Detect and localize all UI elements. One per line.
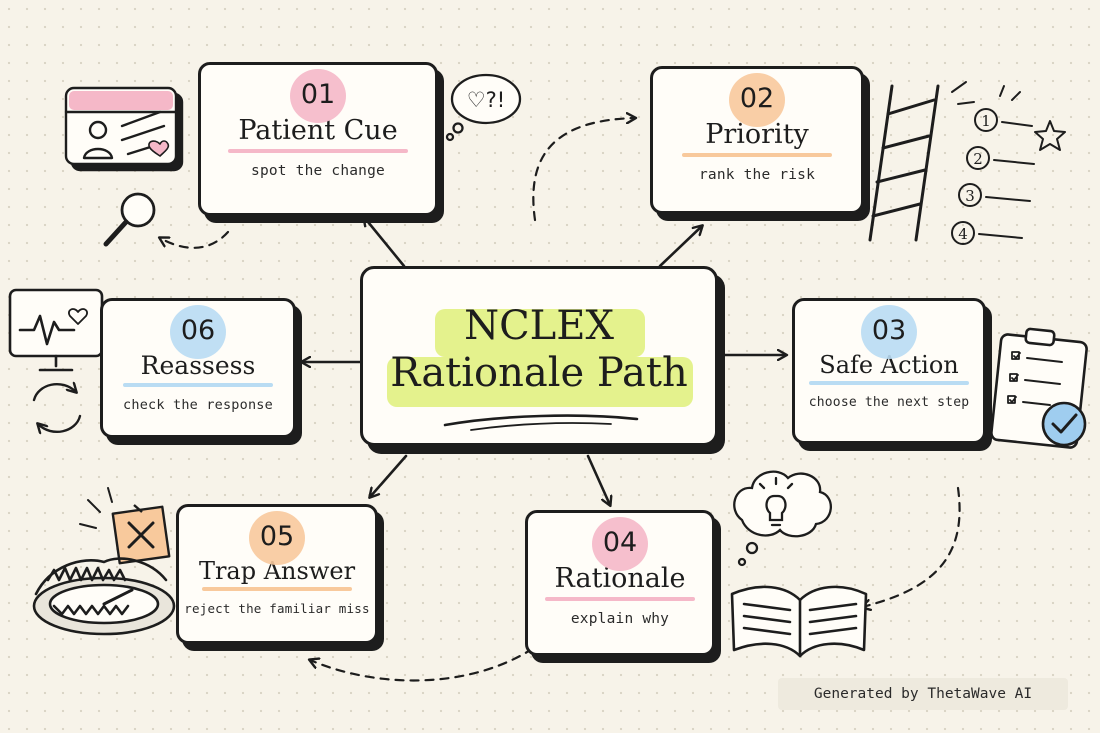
rank-4-label: 4 (958, 225, 968, 243)
step-03-underline (809, 381, 969, 386)
dashed-arrow-cue-to-priority (532, 118, 635, 222)
step-03-number-text: 03 (871, 315, 907, 346)
highlight-stroke-2 (387, 357, 693, 407)
step-number-02: 02 (728, 69, 785, 127)
step-card-priority: 02 Priority rank the risk (650, 66, 864, 214)
ladder-icon (868, 81, 975, 242)
step-number-01: 01 (289, 65, 346, 123)
speech-bubble-icon (445, 73, 522, 142)
generated-by-badge: Generated by ThetaWave AI (778, 678, 1068, 710)
connector-arrows (302, 217, 786, 505)
open-book-icon (730, 585, 868, 658)
heart-monitor-icon (8, 288, 104, 372)
dashed-arrow-action-to-rationale (862, 486, 961, 607)
rank-2-label: 2 (973, 150, 983, 168)
arrow-to-step-05 (370, 454, 408, 497)
step-04-number-text: 04 (602, 527, 638, 558)
lightbulb-thought-icon (733, 470, 832, 567)
step-card-safe-action: 03 Safe Action choose the next step (792, 298, 986, 444)
arrow-to-step-02 (658, 226, 702, 268)
arrow-to-step-04 (586, 454, 610, 505)
bear-trap-icon (32, 557, 176, 636)
dashed-arrow-rationale-to-trap (310, 638, 547, 682)
center-title-line-1: NCLEX (464, 303, 614, 349)
step-subtitle-patient-cue: spot the change (251, 162, 385, 179)
step-subtitle-safe-action: choose the next step (808, 395, 970, 411)
arrow-to-step-01 (364, 217, 406, 268)
step-05-underline (202, 587, 352, 592)
step-subtitle-reassess: check the response (123, 396, 273, 413)
step-06-number-text: 06 (180, 315, 216, 346)
step-card-rationale: 04 Rationale explain why (525, 510, 715, 656)
step-card-reassess: 06 Reassess check the response (100, 298, 296, 438)
dashed-arrow-magnifier-loop (160, 230, 230, 249)
id-card-icon (64, 86, 184, 172)
step-number-06: 06 (169, 301, 226, 359)
center-title: NCLEX Rationale Path (363, 303, 715, 397)
step-subtitle-priority: rank the risk (698, 166, 816, 183)
rank-1-label: 1 (981, 112, 991, 130)
step-subtitle-rationale: explain why (570, 610, 670, 627)
rank-3-label: 3 (965, 187, 975, 205)
step-card-trap-answer: 05 Trap Answer reject the familiar miss (176, 504, 378, 644)
center-title-line-2: Rationale Path (390, 350, 688, 397)
sticky-note-icon (79, 487, 171, 565)
step-subtitle-trap-answer: reject the familiar miss (184, 601, 370, 617)
step-02-underline (682, 152, 832, 157)
step-02-number-text: 02 (739, 83, 775, 114)
step-number-04: 04 (591, 513, 648, 571)
magnifier-icon (103, 192, 156, 247)
step-04-underline (545, 596, 695, 601)
step-05-number-text: 05 (259, 521, 295, 552)
checkmark-badge-icon (1041, 401, 1087, 447)
priority-list-icon (951, 85, 1035, 245)
center-title-card: NCLEX Rationale Path (360, 266, 718, 446)
cycle-arrows-icon (32, 384, 82, 432)
step-06-underline (123, 382, 273, 387)
step-01-number-text: 01 (300, 79, 336, 110)
step-number-05: 05 (248, 507, 305, 565)
highlight-stroke-1 (435, 309, 645, 357)
star-icon (1034, 120, 1066, 151)
center-swoosh-underline (443, 414, 639, 431)
step-number-03: 03 (860, 301, 917, 359)
step-card-patient-cue: 01 Patient Cue spot the change (198, 62, 438, 216)
step-01-underline (228, 148, 408, 153)
dashed-flow-arrows (160, 118, 961, 682)
speech-bubble-text: ♡?! (467, 88, 505, 112)
